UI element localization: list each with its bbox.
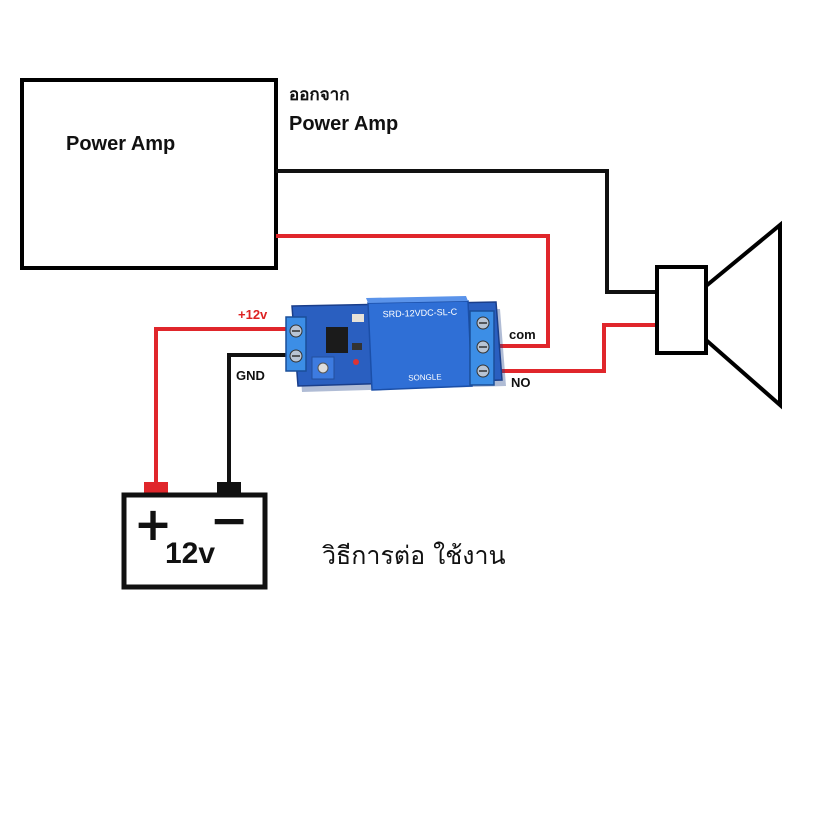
power-amp-box xyxy=(20,78,278,270)
vcc-label: +12v xyxy=(238,307,268,322)
battery-icon: + − xyxy=(121,482,268,590)
battery-negative-black-wire xyxy=(227,353,294,486)
amp-to-speaker-black-wire xyxy=(276,169,657,294)
gnd-label: GND xyxy=(236,368,265,383)
com-label: com xyxy=(509,327,536,342)
battery-body xyxy=(121,492,268,590)
relay-no-to-speaker-red-wire xyxy=(488,323,657,373)
battery-positive-red-wire xyxy=(154,327,294,486)
speaker-icon xyxy=(655,220,782,410)
caption-text: วิธีการต่อ ใช้งาน xyxy=(322,541,506,570)
timer-chip xyxy=(326,327,348,353)
power-amp-label: Power Amp xyxy=(66,133,176,155)
battery-plus-sign: + xyxy=(134,497,173,551)
no-label: NO xyxy=(511,375,531,390)
amp-to-relay-com-red-wire xyxy=(276,234,550,348)
battery-minus-sign: − xyxy=(210,493,249,547)
relay-brand-text: SONGLE xyxy=(408,372,442,382)
output-from-label: ออกจาก xyxy=(289,85,350,105)
relay-model-text: SRD-12VDC-SL-C xyxy=(382,307,457,320)
relay-module: SRD-12VDC-SL-C SONGLE xyxy=(285,296,506,392)
output-source-label: Power Amp xyxy=(289,113,399,135)
battery-voltage-label: 12v xyxy=(165,537,216,570)
